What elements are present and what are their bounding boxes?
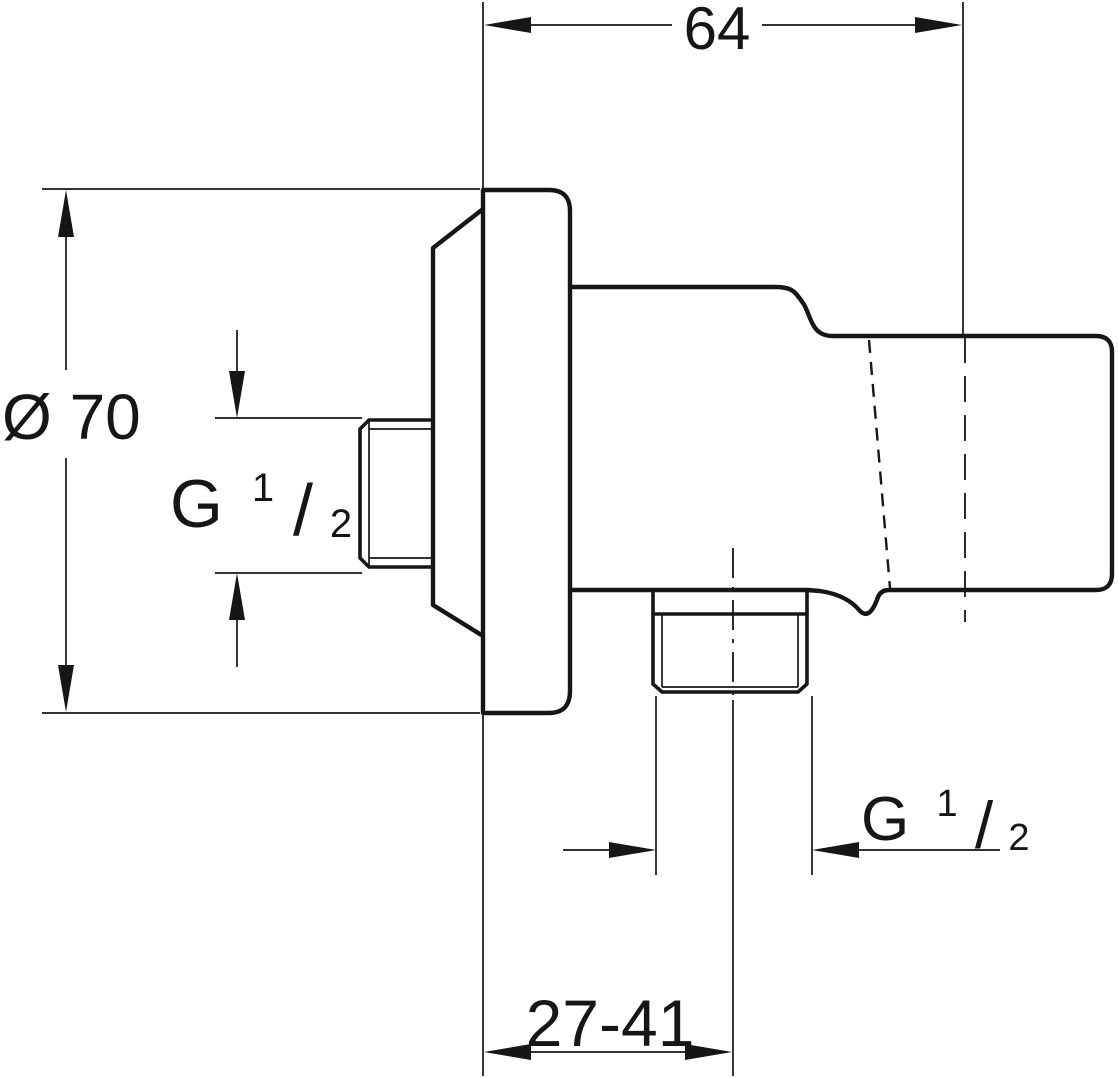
dim-width-arrow-right (915, 17, 962, 33)
dim-thread-inlet-arrow-up (229, 573, 245, 620)
dim-width-extension-lines (482, 2, 964, 335)
dim-thread-outlet-label: G 1 / 2 (861, 761, 1030, 862)
body-and-holder-outline (567, 284, 1115, 616)
dim-thread-outlet-arrow-left (812, 842, 859, 858)
thread-inlet-slash: / (293, 471, 313, 551)
thread-outlet-slash: / (975, 788, 994, 862)
dim-depth-extension-lines (482, 700, 734, 1076)
dim-width-label: 64 (684, 0, 751, 62)
dim-width-arrow-left (484, 17, 531, 33)
dim-thread-outlet-extension-lines (655, 696, 813, 875)
dim-diameter-label: Ø 70 (2, 381, 141, 453)
thread-outlet-sub: 2 (1008, 817, 1029, 859)
dim-depth-label: 27-41 (526, 986, 695, 1060)
outlet-thread-outline (651, 588, 809, 694)
thread-inlet-sup: 1 (252, 466, 274, 510)
holder-hidden-line (867, 339, 892, 589)
dim-width-64: 64 (482, 0, 964, 335)
dim-depth-arrow-right (685, 1044, 732, 1060)
inlet-thread-outline (358, 418, 435, 569)
dimensions: 64 Ø 70 G 1 / 2 (2, 0, 1030, 1076)
dim-thread-inlet-extension-lines (215, 417, 362, 574)
dim-diameter-extension-lines (42, 188, 480, 714)
dim-thread-outlet: G 1 / 2 (563, 696, 1030, 875)
escutcheon-plate-outline (480, 187, 573, 716)
dim-thread-outlet-arrow-right (609, 842, 656, 858)
thread-outlet-sup: 1 (936, 783, 957, 825)
outlet-thread-detail-lines (661, 615, 799, 688)
dim-thread-inlet-arrow-down (229, 371, 245, 418)
dim-thread-inlet: G 1 / 2 (170, 330, 362, 667)
dim-diameter-arrow-bottom (58, 665, 74, 712)
dim-depth-27-41: 27-41 (482, 700, 734, 1076)
thread-outlet-g: G (861, 785, 909, 854)
dim-thread-inlet-label: G 1 / 2 (170, 440, 352, 551)
thread-inlet-g: G (170, 466, 223, 542)
cone-flange-outline (430, 206, 486, 639)
dim-diameter-arrow-top (58, 190, 74, 237)
inlet-thread-detail-lines (368, 421, 433, 566)
thread-inlet-sub: 2 (330, 502, 352, 546)
dim-diameter-70: Ø 70 (2, 188, 480, 714)
part-view (358, 187, 1115, 716)
dim-depth-arrow-left (484, 1044, 531, 1060)
